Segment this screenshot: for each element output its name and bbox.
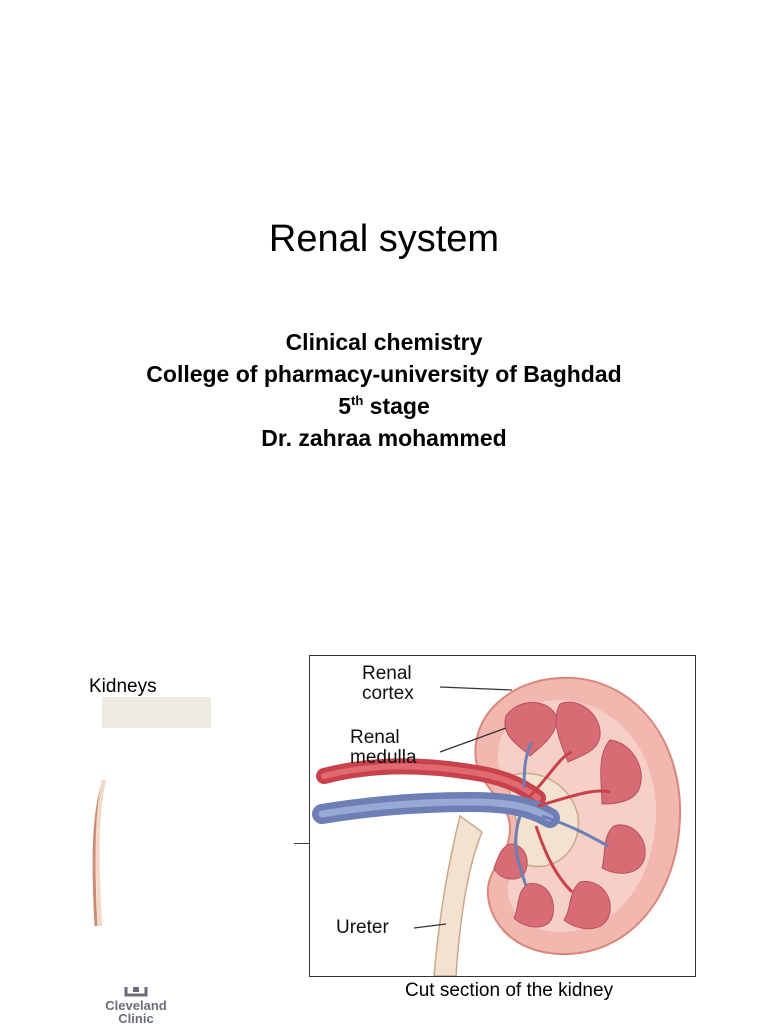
body-outline-icon xyxy=(92,780,106,926)
slide-subtitle: Clinical chemistry College of pharmacy-u… xyxy=(0,326,768,454)
kidneys-label: Kidneys xyxy=(89,676,157,697)
cleveland-clinic-logo: Cleveland Clinic xyxy=(96,985,176,1025)
slide-title: Renal system xyxy=(268,218,500,260)
kidney-panel: Renal cortex Renal medulla Ureter xyxy=(309,655,696,977)
author: Dr. zahraa mohammed xyxy=(261,425,507,451)
renal-medulla-label: Renal medulla xyxy=(350,727,417,768)
label-backdrop xyxy=(102,697,211,728)
pointer-line xyxy=(294,843,310,844)
stage: 5th stage xyxy=(338,393,430,419)
kidney-illustration-icon xyxy=(312,676,682,976)
renal-cortex-label: Renal cortex xyxy=(362,663,414,704)
course-name: Clinical chemistry xyxy=(285,329,483,355)
kidney-figure: Kidneys xyxy=(0,585,768,1025)
cleveland-clinic-logo-icon xyxy=(124,987,148,997)
institution: College of pharmacy-university of Baghda… xyxy=(146,361,622,387)
ureter-label: Ureter xyxy=(336,917,389,938)
figure-caption: Cut section of the kidney xyxy=(405,980,614,1001)
